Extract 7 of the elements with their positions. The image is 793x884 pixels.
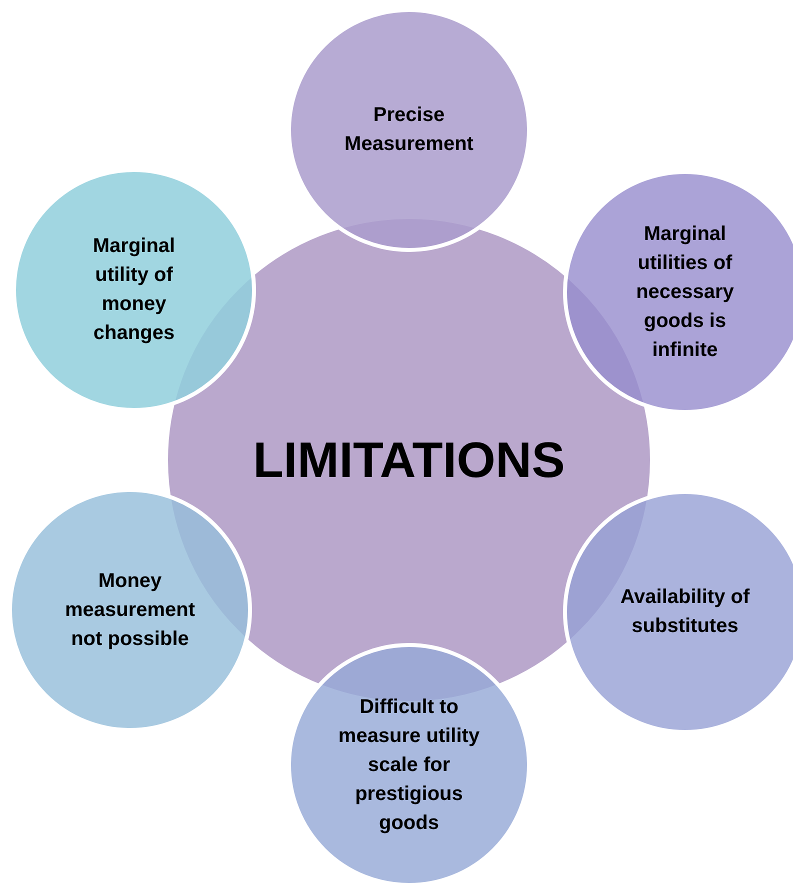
circle-text: Marginal utilities of necessary goods is infinite (635, 222, 735, 362)
circle-text: Marginal utility of money changes (92, 234, 176, 346)
circle-text: Availability of substitutes (619, 585, 751, 639)
circle-text: Precise Measurement (344, 103, 474, 157)
center-title: LIMITATIONS (253, 432, 565, 488)
circle-text: Difficult to measure utility scale for prestigious goods (337, 694, 481, 836)
circle-text: Money measurement not possible (64, 568, 196, 652)
